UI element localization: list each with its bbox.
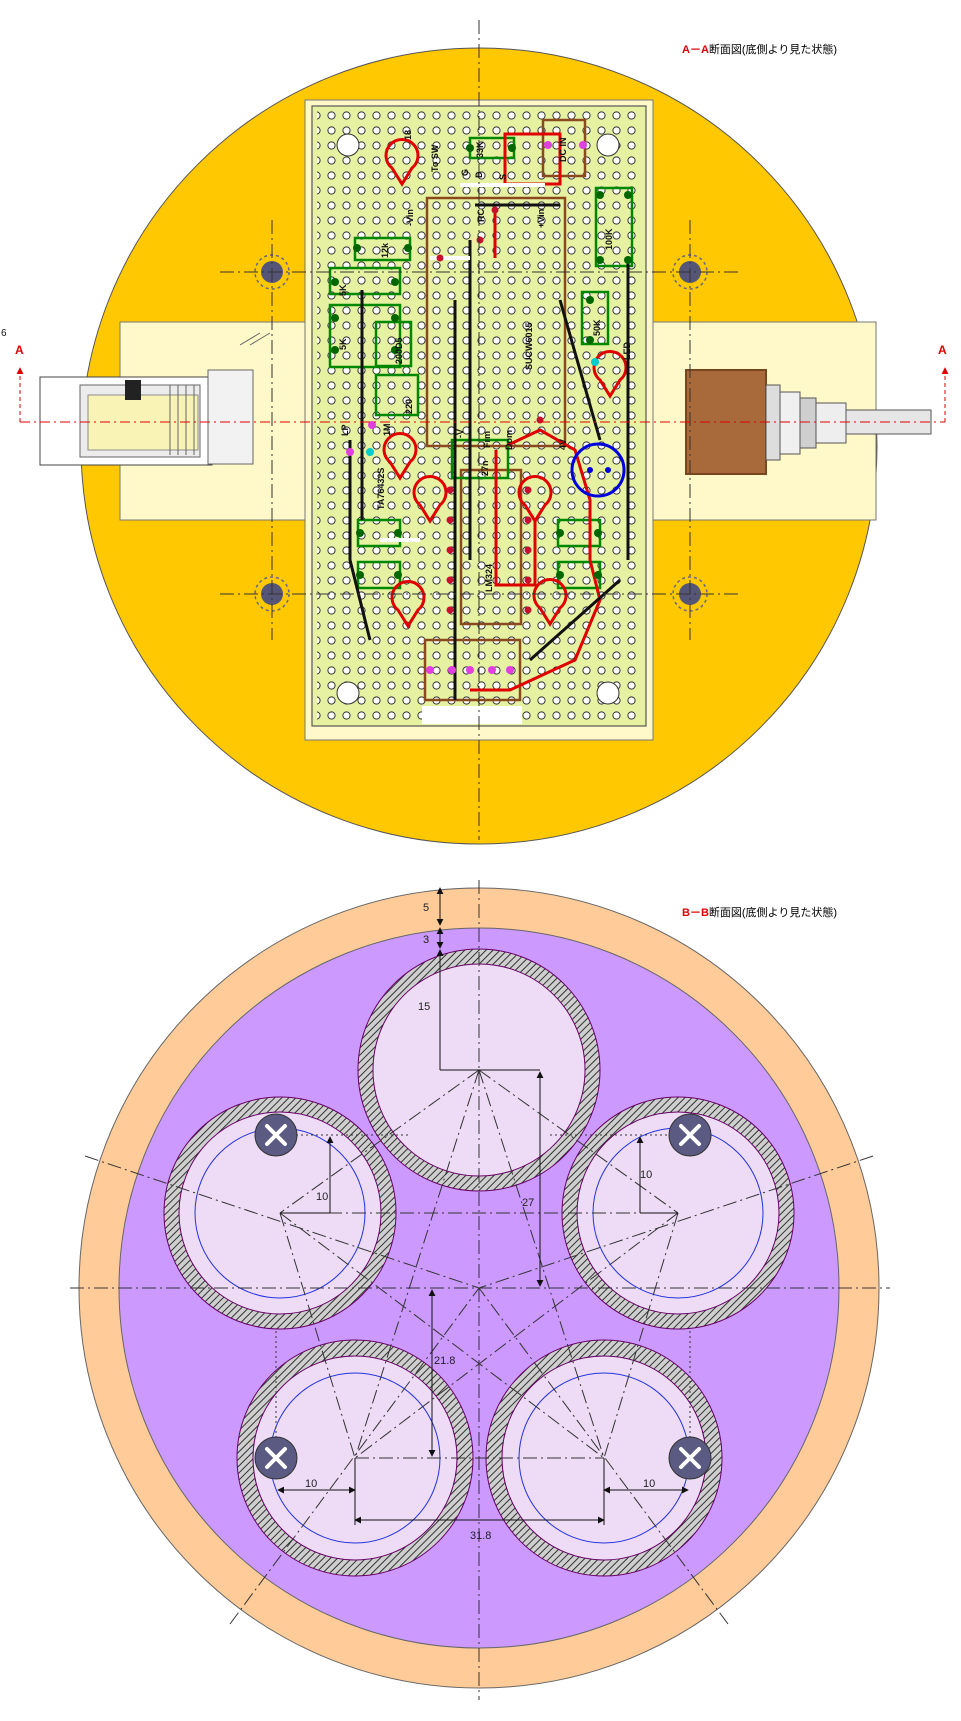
dim-lower-right: 10 [643,1478,655,1490]
label-r33k: 33K [475,141,485,158]
label-g: G [460,169,470,176]
potentiometer-outline [570,442,626,498]
center-lines-a [220,20,740,840]
pads [331,141,632,674]
screw-head-icon [668,1436,712,1480]
label-r50k: 50K [592,319,602,336]
edge-number: 6 [1,328,7,339]
screw-head-icon [254,1436,298,1480]
label-r200d5: 200D5 [394,337,404,364]
dimension-lines [277,887,689,1525]
label-d: D [474,171,484,178]
label-r1m: 1M [382,423,392,436]
label-s: S [498,174,508,180]
dim-lower-offset: 21.8 [434,1355,455,1367]
label-vminus: -V [455,429,465,438]
label-sw: To SW [430,144,440,172]
label-dcin: DC IN [558,138,568,163]
label-v4: 4V [558,439,568,450]
dim-screw-right: 10 [640,1169,652,1181]
screw-head-icon [254,1113,298,1157]
label-r5k-b: 5K [338,338,348,350]
section-a-title: A－A断面図(底側より見た状態) [682,42,837,56]
section-a-marker-left: A [15,343,24,357]
section-a-marker-right: A [938,343,947,357]
label-r100k: 100K [604,228,614,250]
dc-jack [39,332,271,466]
dim-lower-left: 10 [305,1478,317,1490]
component-labels: To SW 18 33K DC IN G D S -Vin RC +Vin 12… [338,130,632,592]
label-frm: Frm [482,431,492,448]
screw-heads [254,1113,712,1480]
label-vin-plus: +Vin [536,209,546,228]
dim-lower-span: 31.8 [470,1530,491,1542]
label-r12k: 12k [380,242,390,258]
label-r5k-a: 5K [338,284,348,296]
section-b-title: B－B断面図(底側より見た状態) [682,905,837,919]
dim-cell-offset: 27 [522,1197,534,1209]
label-led: LED [622,341,632,360]
section-b-drawing: B－B断面図(底側より見た状態) [70,880,890,1700]
label-c220: 220 [404,399,414,414]
label-ic2: TA76432S [376,468,386,510]
dim-cell-radius: 15 [418,1001,430,1013]
label-ic3: LM324 [484,564,494,592]
label-r18: 18 [403,130,413,140]
label-dom: Dom [504,430,514,450]
label-c27n: 27n [480,460,490,476]
section-a-drawing: A－A断面図(底側より見た状態) [1,20,949,845]
center-lines-b [70,880,890,1700]
label-rc: RC [476,209,486,222]
red-traces [382,132,628,692]
dimension-values: 5 3 15 27 10 10 21.8 10 10 31.8 [305,902,655,1542]
dim-gap: 3 [423,934,429,946]
label-lp: LP [340,424,350,436]
dim-outer-wall: 5 [423,902,429,914]
label-ic1: SUCW6015 [524,322,534,370]
dim-screw-left: 10 [316,1191,328,1203]
black-traces [348,203,630,700]
screw-head-icon [668,1113,712,1157]
label-vin-minus: -Vin [405,209,415,226]
